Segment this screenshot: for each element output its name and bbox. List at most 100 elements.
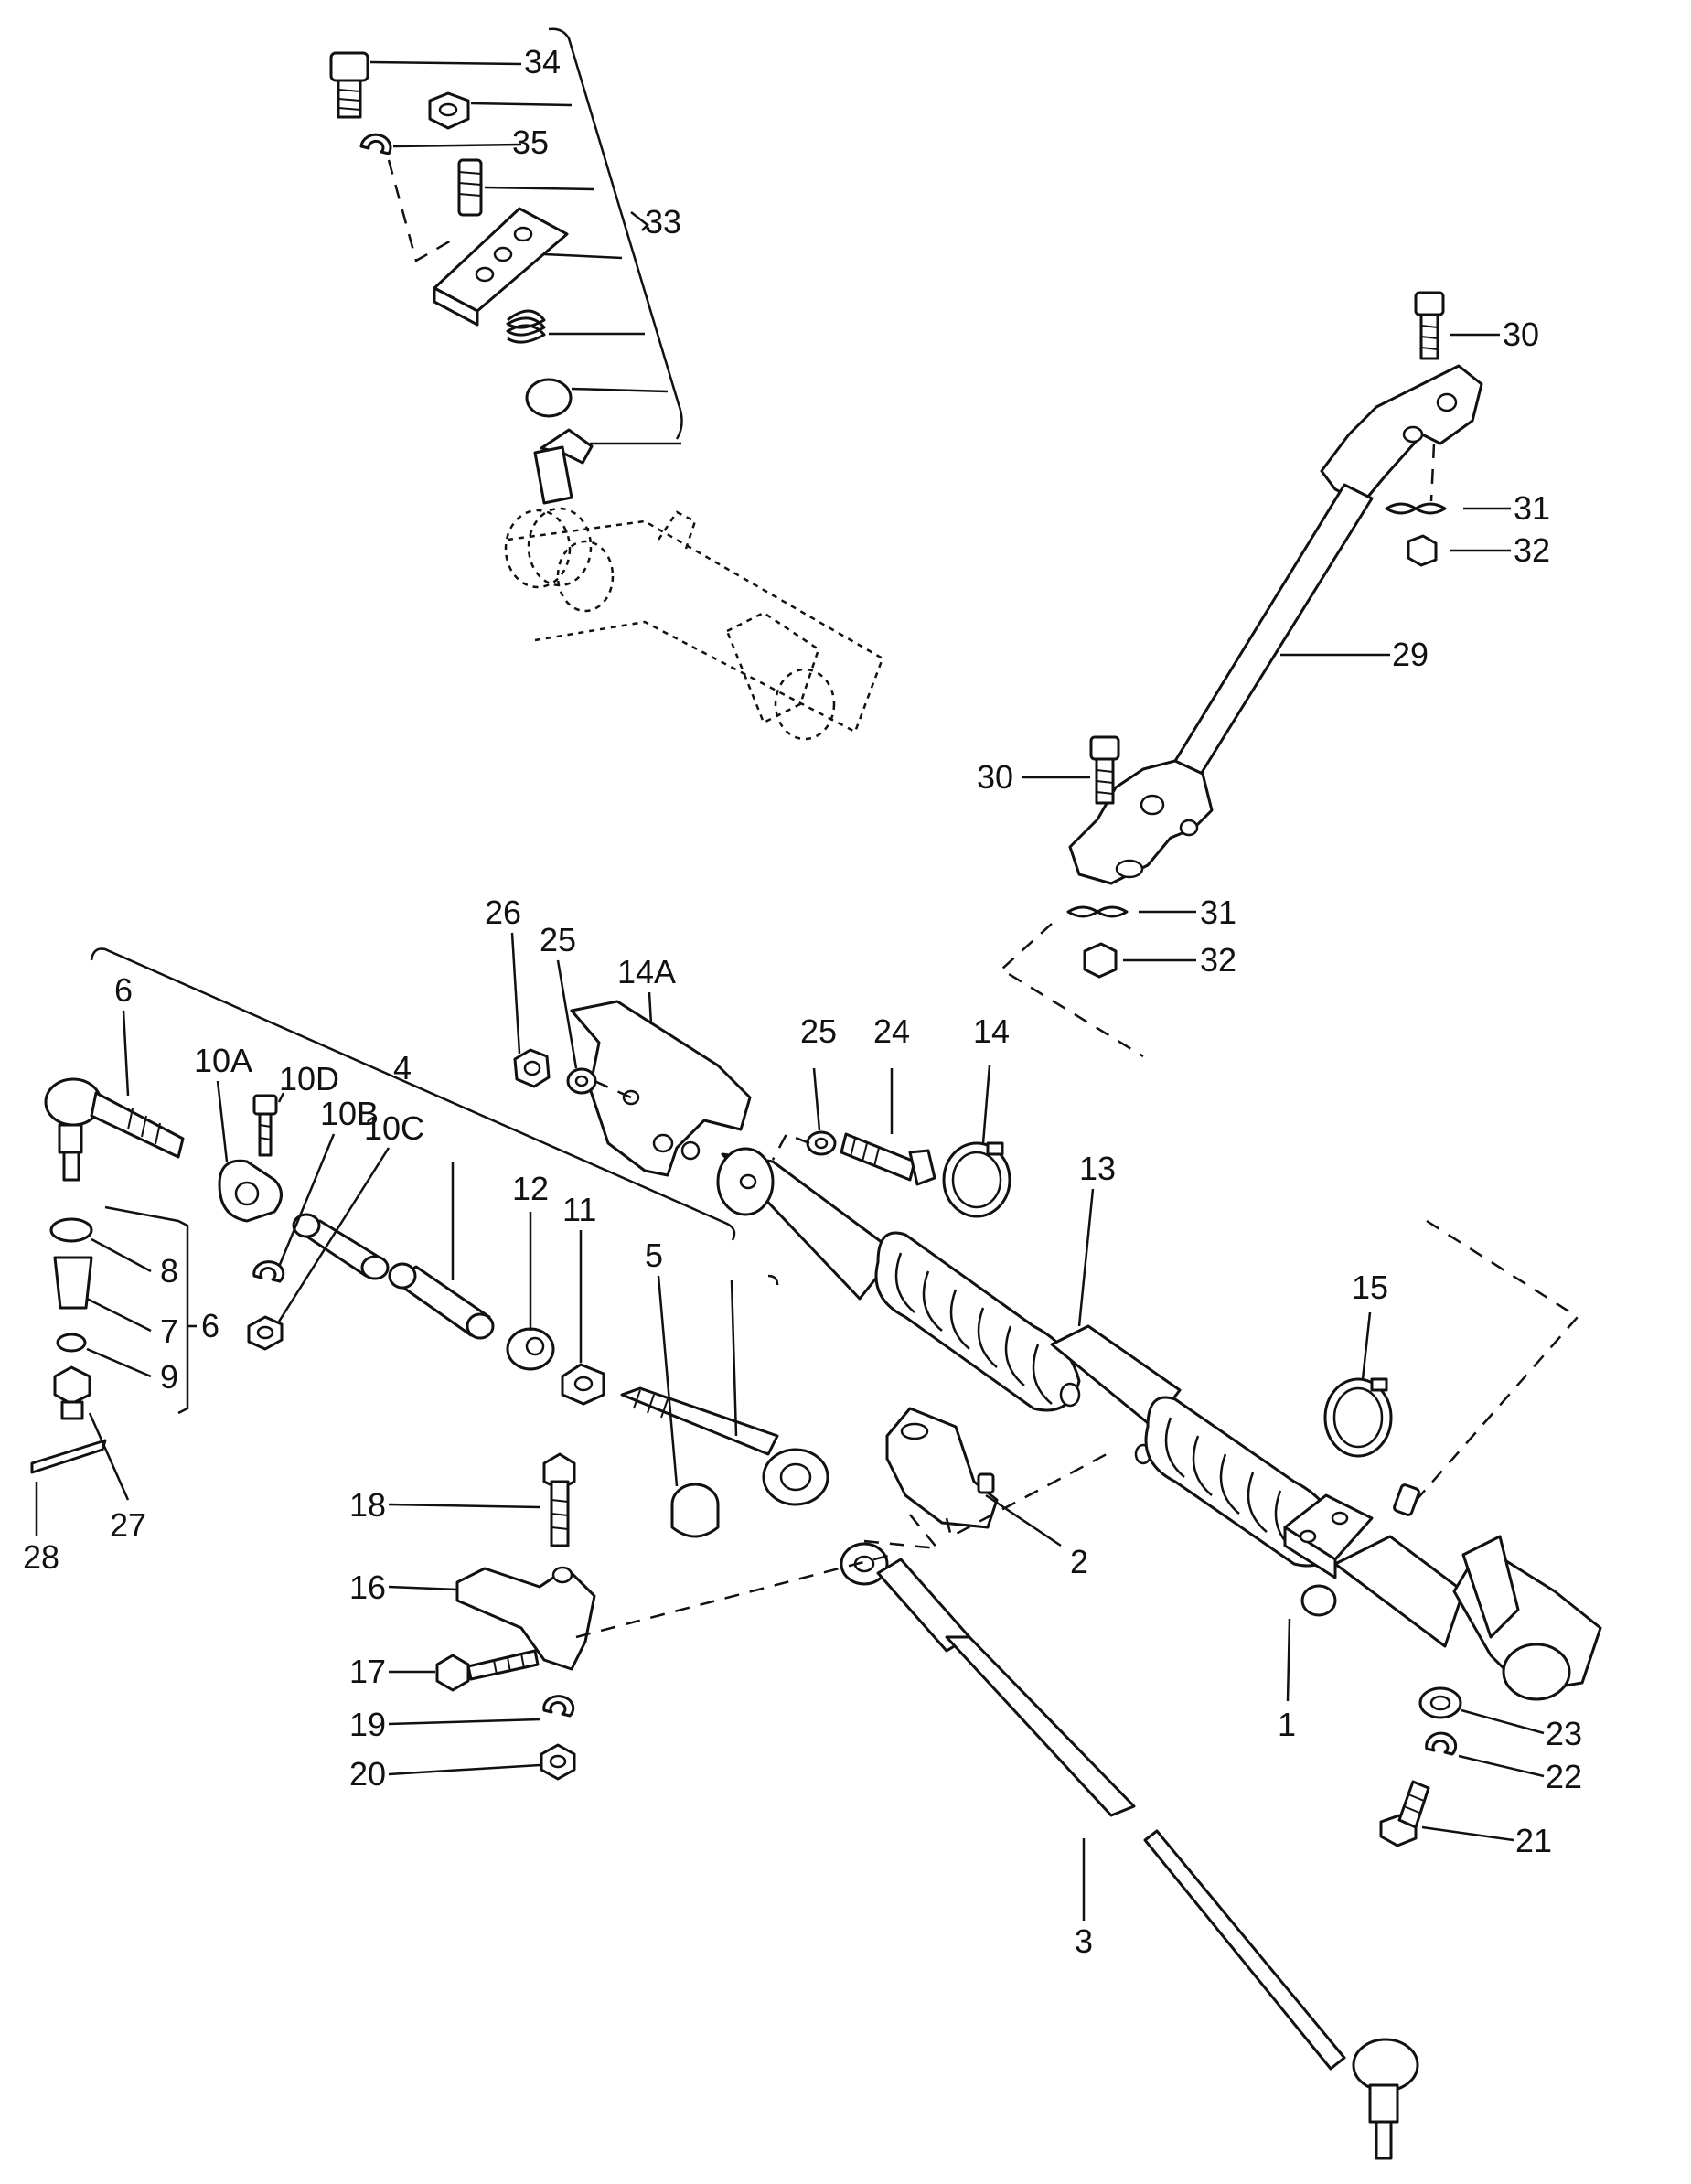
housing-middle-tube bbox=[1050, 1324, 1182, 1429]
thrust-shoe bbox=[533, 428, 594, 505]
pinion-clamp bbox=[1283, 1483, 1420, 1579]
clip-31-bottom bbox=[1066, 905, 1129, 918]
bolt-21 bbox=[1379, 1780, 1430, 1847]
sleeve-right bbox=[388, 1262, 495, 1340]
label-35: 35 bbox=[512, 123, 549, 161]
adjuster-kit-group bbox=[329, 27, 884, 741]
lock-washer-35 bbox=[359, 133, 392, 155]
label-19: 19 bbox=[349, 1706, 386, 1743]
dust-boot-7 bbox=[53, 1256, 93, 1310]
label-27: 27 bbox=[110, 1506, 146, 1544]
sleeve-left bbox=[292, 1213, 390, 1280]
label-29: 29 bbox=[1392, 636, 1429, 673]
label-32-bottom: 32 bbox=[1200, 941, 1236, 979]
label-17: 17 bbox=[349, 1653, 386, 1690]
bolt-17 bbox=[435, 1649, 540, 1692]
label-10d: 10D bbox=[279, 1060, 339, 1097]
label-28: 28 bbox=[23, 1538, 59, 1576]
label-6-side: 6 bbox=[201, 1307, 219, 1344]
label-7: 7 bbox=[160, 1312, 178, 1350]
label-15: 15 bbox=[1352, 1269, 1388, 1306]
clip-31-top bbox=[1385, 502, 1447, 515]
threaded-stud bbox=[457, 158, 483, 217]
nut-10c bbox=[247, 1315, 284, 1351]
hose-clamp-14 bbox=[942, 1141, 1011, 1218]
ring-9 bbox=[56, 1333, 87, 1353]
thrust-disk bbox=[525, 378, 573, 418]
label-14a: 14A bbox=[617, 953, 676, 990]
group-bracket-33 bbox=[548, 27, 683, 440]
label-31-top: 31 bbox=[1514, 489, 1550, 527]
bolt-34 bbox=[329, 51, 369, 119]
spring bbox=[506, 309, 546, 344]
label-11: 11 bbox=[562, 1191, 596, 1228]
steering-shaft-group bbox=[999, 291, 1511, 1058]
cotter-pin-28 bbox=[30, 1439, 107, 1474]
label-13: 13 bbox=[1079, 1150, 1116, 1187]
bolt-24 bbox=[840, 1132, 936, 1186]
tie-rod-3 bbox=[840, 1508, 1419, 2160]
hex-nut bbox=[428, 91, 470, 130]
inner-tie-rod-5 bbox=[620, 1386, 829, 1506]
ring-8 bbox=[49, 1217, 93, 1243]
lower-universal-joint bbox=[1068, 759, 1214, 885]
lock-washer-10b bbox=[252, 1260, 285, 1283]
hose-clamp-15 bbox=[1323, 1377, 1393, 1458]
label-8: 8 bbox=[160, 1252, 178, 1290]
group-bracket-6 bbox=[104, 1205, 197, 1415]
bolt-18 bbox=[542, 1452, 576, 1547]
bolt-30-bottom bbox=[1089, 735, 1120, 805]
group-bracket-4 bbox=[90, 947, 736, 1241]
label-4: 4 bbox=[393, 1049, 412, 1087]
bolt-30-top bbox=[1414, 291, 1445, 360]
label-32-top: 32 bbox=[1514, 531, 1550, 569]
label-10c: 10C bbox=[364, 1109, 424, 1147]
assembly-dashed-line bbox=[387, 159, 454, 262]
label-33: 33 bbox=[645, 203, 681, 241]
shaft-tube bbox=[1173, 483, 1374, 777]
bracket-16 bbox=[455, 1566, 596, 1671]
label-25-right: 25 bbox=[800, 1012, 837, 1050]
rack-housing-group bbox=[510, 932, 1602, 1847]
callout-labels: 34 35 33 30 31 32 29 30 31 32 26 25 14A … bbox=[23, 43, 1582, 1960]
label-1: 1 bbox=[1278, 1706, 1296, 1743]
label-3: 3 bbox=[1075, 1922, 1093, 1960]
label-6-top: 6 bbox=[114, 971, 133, 1009]
label-10a: 10A bbox=[194, 1042, 252, 1079]
label-26: 26 bbox=[485, 894, 521, 931]
lock-washer-22 bbox=[1425, 1731, 1458, 1756]
clamp-10a bbox=[218, 1159, 283, 1223]
label-24: 24 bbox=[873, 1012, 910, 1050]
mounting-bracket-2 bbox=[885, 1407, 999, 1529]
label-2: 2 bbox=[1070, 1543, 1088, 1580]
label-5: 5 bbox=[645, 1237, 663, 1274]
label-21: 21 bbox=[1515, 1822, 1552, 1859]
nut-32-bottom bbox=[1083, 942, 1118, 979]
nut-26 bbox=[513, 1048, 551, 1088]
nut-20 bbox=[540, 1743, 576, 1781]
bolt-10d bbox=[252, 1094, 278, 1157]
label-20: 20 bbox=[349, 1755, 386, 1793]
nut-11 bbox=[561, 1363, 605, 1406]
nut-32-top bbox=[1407, 534, 1438, 567]
label-34: 34 bbox=[524, 43, 561, 80]
label-30-bottom: 30 bbox=[977, 758, 1013, 796]
bracket-14a bbox=[570, 1000, 752, 1177]
tie-rod-end-group bbox=[30, 947, 893, 1781]
adjuster-plate bbox=[433, 207, 569, 327]
label-12: 12 bbox=[512, 1170, 549, 1207]
label-23: 23 bbox=[1546, 1715, 1582, 1752]
bushing-5 bbox=[670, 1483, 720, 1538]
housing-right-mount bbox=[1452, 1535, 1602, 1701]
lock-washer-19 bbox=[542, 1695, 575, 1718]
label-16: 16 bbox=[349, 1568, 386, 1606]
label-30-top: 30 bbox=[1503, 316, 1539, 353]
bushing-12 bbox=[506, 1327, 555, 1371]
ghosted-rack-end bbox=[504, 507, 884, 741]
label-10b: 10B bbox=[320, 1095, 379, 1132]
label-22: 22 bbox=[1546, 1758, 1582, 1795]
mount-bushing-1 bbox=[1300, 1584, 1337, 1617]
label-25-left: 25 bbox=[540, 921, 576, 958]
housing-right-tube bbox=[1333, 1535, 1465, 1648]
